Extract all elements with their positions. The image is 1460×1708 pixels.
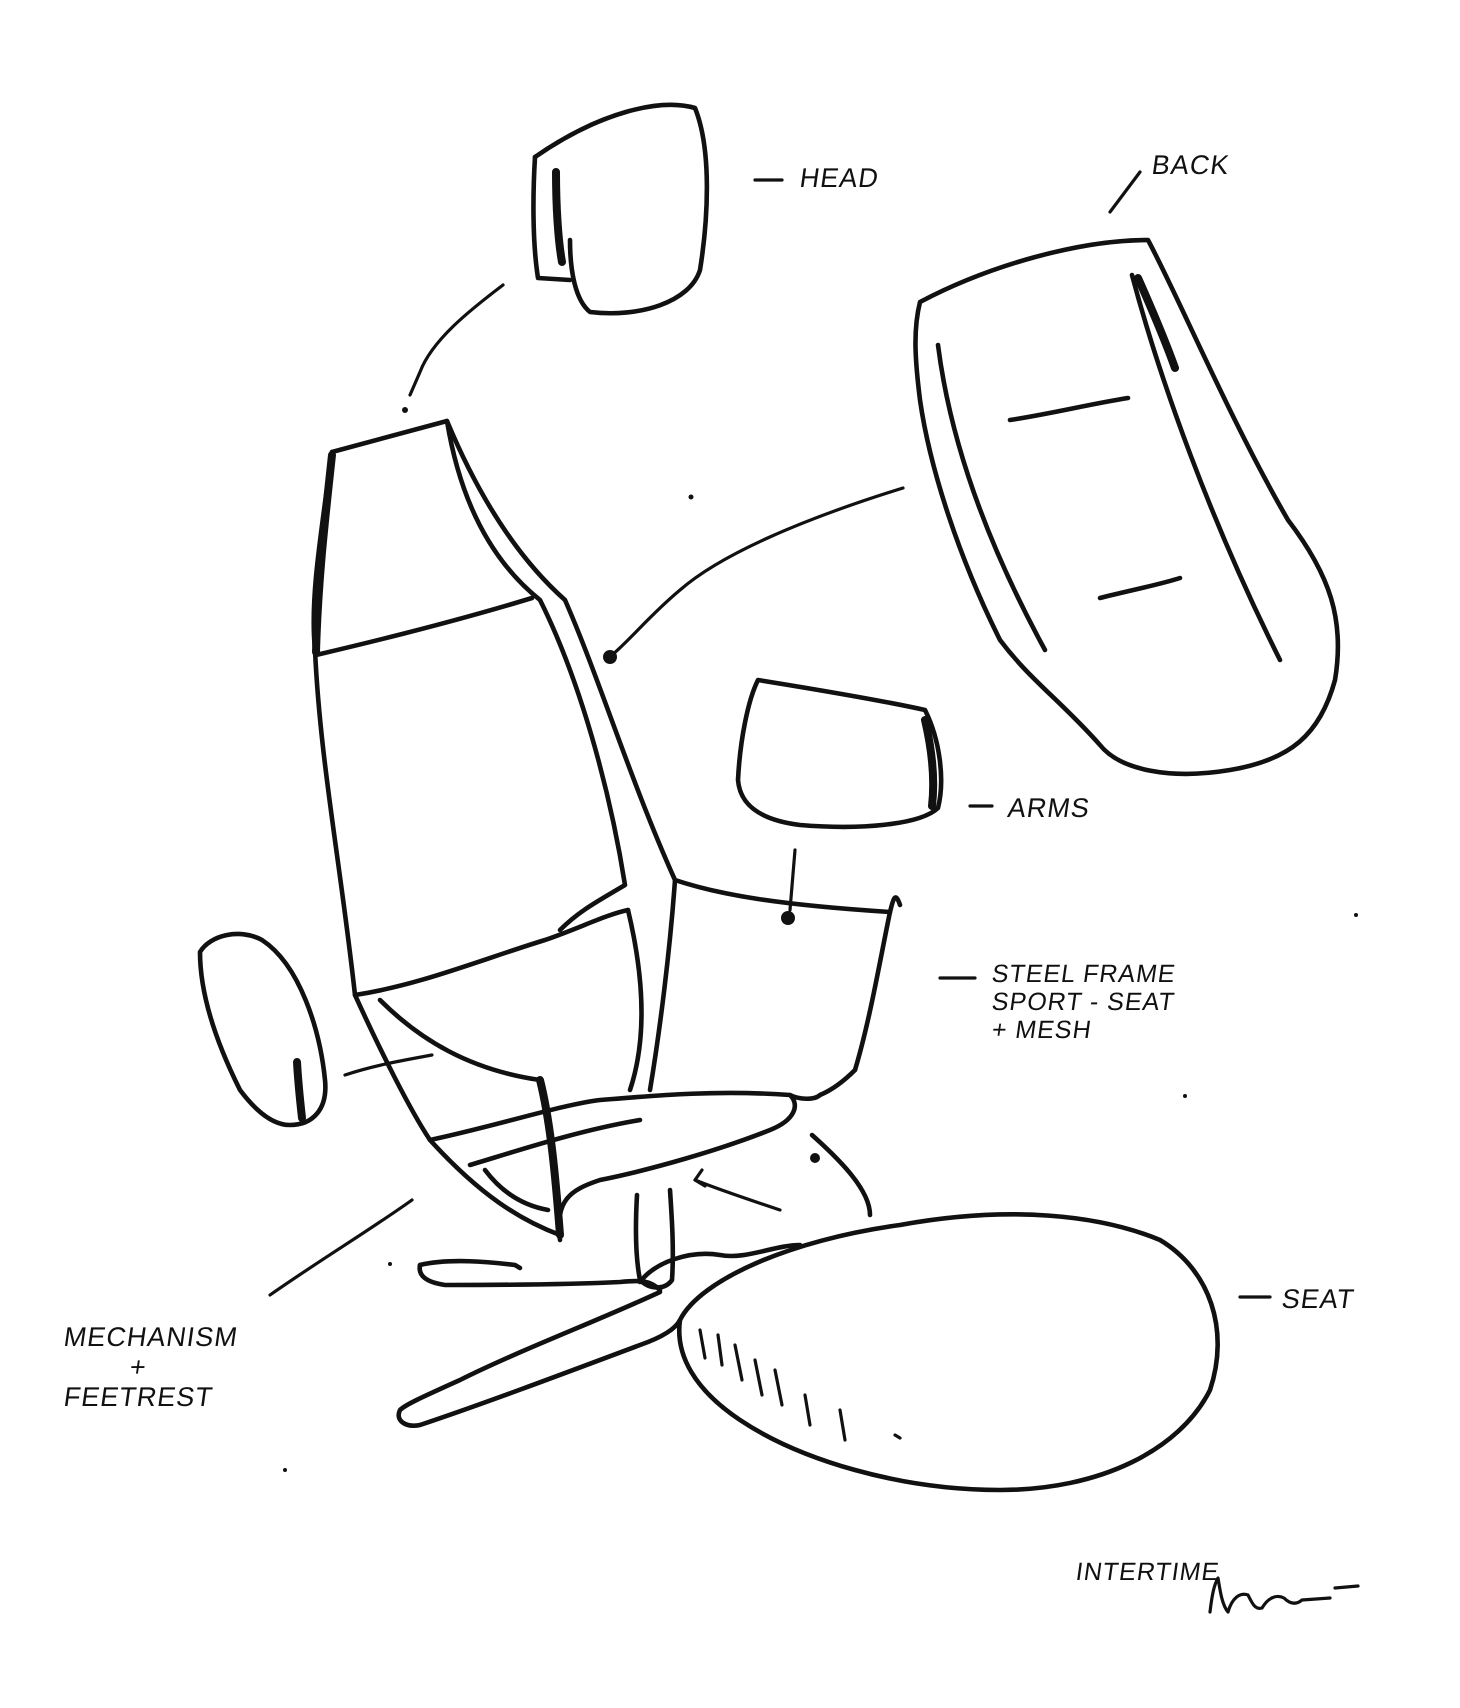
arm-connector-dot xyxy=(781,911,795,925)
label-back: BACK xyxy=(1149,150,1232,180)
signature-mark xyxy=(1208,1576,1360,1614)
headrest-cushion xyxy=(531,102,710,316)
ink-speck xyxy=(388,1262,392,1266)
head-connector-dot xyxy=(402,407,408,413)
ink-speck xyxy=(688,494,694,500)
seat-cushion xyxy=(676,1212,1220,1493)
label-feetrest: FEETREST xyxy=(61,1382,216,1413)
back-connector xyxy=(610,486,905,657)
ink-speck xyxy=(1183,1094,1187,1098)
label-brand: INTERTIME xyxy=(1074,1558,1222,1586)
mechanism-base xyxy=(396,1132,873,1428)
ink-speck xyxy=(1354,913,1358,917)
arm-pad-left xyxy=(197,931,328,1128)
label-steel-frame: STEEL FRAME xyxy=(990,960,1178,988)
arm-connector xyxy=(788,848,797,912)
label-arms: ARMS xyxy=(1005,793,1093,823)
label-sport-seat: SPORT - SEAT xyxy=(990,988,1177,1016)
chair-shell-frame xyxy=(311,418,903,1243)
label-steel-frame-group: STEEL FRAME SPORT - SEAT + MESH xyxy=(990,960,1178,1044)
label-seat: SEAT xyxy=(1279,1284,1357,1314)
arm-pad-upper xyxy=(735,677,944,830)
mechanism-leader-line xyxy=(268,1198,414,1297)
label-head: HEAD xyxy=(797,163,882,193)
back-leader-line xyxy=(1108,170,1142,214)
back-connector-dot xyxy=(603,650,617,664)
label-mechanism: MECHANISM xyxy=(61,1322,241,1352)
ink-speck xyxy=(283,1468,287,1472)
label-mesh: + MESH xyxy=(990,1016,1094,1044)
mechanism-arrow-dot xyxy=(810,1153,820,1163)
head-connector xyxy=(408,283,505,397)
label-plus: + xyxy=(127,1352,149,1383)
back-cushion xyxy=(913,237,1341,777)
label-mechanism-group: MECHANISM + FEETREST xyxy=(61,1322,241,1413)
